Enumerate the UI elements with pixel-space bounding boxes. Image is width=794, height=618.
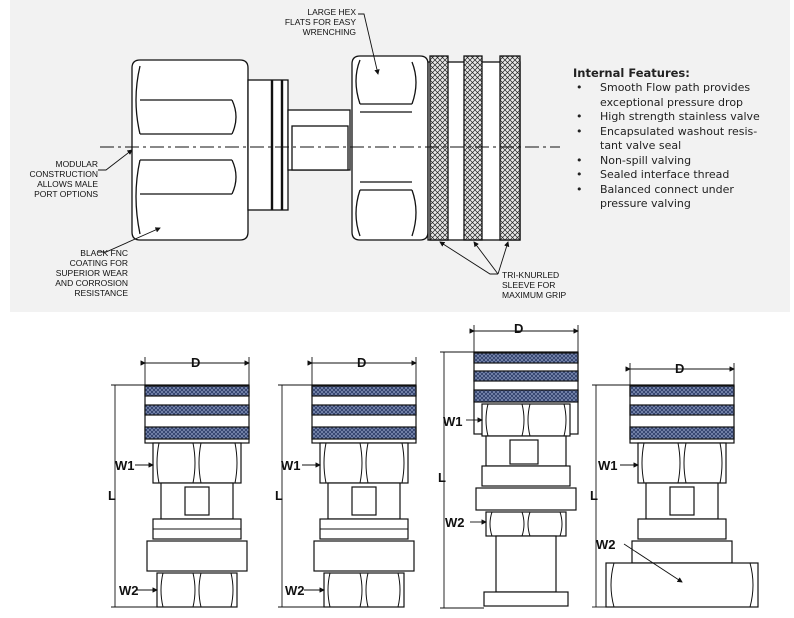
flange-2 bbox=[313, 540, 415, 572]
knurl-band-top-3 bbox=[473, 352, 579, 364]
hex-w1-1-flats bbox=[156, 442, 238, 484]
neck-flat-1 bbox=[184, 486, 210, 516]
hex-w1-1 bbox=[152, 442, 242, 484]
hex-w1-3-flats bbox=[485, 403, 567, 437]
dimension-views bbox=[111, 325, 759, 609]
callout-hex-flats: LARGE HEX FLATS FOR EASY WRENCHING bbox=[284, 7, 356, 37]
dim-w2-label-1: W2 bbox=[119, 583, 139, 598]
callout-modular-construction: MODULAR CONSTRUCTION ALLOWS MALE PORT OP… bbox=[29, 159, 98, 199]
neck-flat-2 bbox=[351, 486, 377, 516]
hex-w1-4 bbox=[637, 442, 727, 484]
hex-w2-1 bbox=[156, 572, 238, 608]
adapter-body-3 bbox=[495, 535, 557, 593]
dim-w2-label-2: W2 bbox=[285, 583, 305, 598]
dim-d-label-4: D bbox=[675, 361, 685, 376]
knurl-band-mid-2 bbox=[311, 404, 417, 416]
neck-flat-4 bbox=[669, 486, 695, 516]
neck-flat-3 bbox=[509, 439, 539, 465]
hex-w1-4-flats bbox=[641, 442, 723, 484]
callout-tri-knurled-sleeve: TRI-KNURLED SLEEVE FOR MAXIMUM GRIP bbox=[502, 270, 567, 300]
knurl-band-top-2 bbox=[311, 385, 417, 397]
feature-item: Smooth Flow path provides exceptional pr… bbox=[576, 81, 778, 110]
dim-w1-label-1: W1 bbox=[115, 458, 135, 473]
dim-l-label-4: L bbox=[590, 488, 598, 503]
hex-w1-3 bbox=[481, 403, 571, 437]
hex-w2-1-flats bbox=[160, 572, 234, 608]
flange-3 bbox=[475, 487, 577, 511]
collar-4 bbox=[637, 518, 727, 540]
knurl-band-bottom-2 bbox=[311, 426, 417, 440]
knurl-band-bottom-1 bbox=[144, 426, 250, 440]
adapter-base-3 bbox=[483, 591, 569, 607]
knurl-band-bottom-4 bbox=[629, 426, 735, 440]
dim-l-label-2: L bbox=[275, 488, 283, 503]
feature-item: High strength stainless valve bbox=[576, 110, 778, 125]
dim-w2-label-3: W2 bbox=[445, 515, 465, 530]
feature-item: Sealed interface thread bbox=[576, 168, 778, 183]
knurl-band-bottom-3 bbox=[473, 389, 579, 403]
feature-item: Encapsulated washout resis-tant valve se… bbox=[576, 125, 778, 154]
knurl-band-top-1 bbox=[144, 385, 250, 397]
dim-l-label-1: L bbox=[108, 488, 116, 503]
dim-w1-label-4: W1 bbox=[598, 458, 618, 473]
hex-w1-2-flats bbox=[323, 442, 405, 484]
hex-w2-4 bbox=[605, 562, 759, 608]
flange-4 bbox=[631, 540, 733, 564]
callout-leaders bbox=[98, 13, 510, 275]
collar-3 bbox=[481, 465, 571, 487]
features-items: Smooth Flow path provides exceptional pr… bbox=[573, 81, 778, 212]
features-title: Internal Features: bbox=[573, 66, 690, 80]
dim-l-label-3: L bbox=[438, 470, 446, 485]
w2-leader-4 bbox=[623, 543, 683, 583]
hex-w2-3-flats bbox=[489, 511, 563, 537]
internal-features-list: Internal Features: Smooth Flow path prov… bbox=[573, 66, 778, 212]
dim-w1-label-3: W1 bbox=[443, 414, 463, 429]
dim-d-label-2: D bbox=[357, 355, 367, 370]
feature-item: Non-spill valving bbox=[576, 154, 778, 169]
coupling-side-view bbox=[131, 55, 521, 241]
hex-w2-2 bbox=[323, 572, 405, 608]
hex-w2-3 bbox=[485, 511, 567, 537]
callout-black-fnc-coating: BLACK FNC COATING FOR SUPERIOR WEAR AND … bbox=[55, 248, 128, 298]
hex-w2-flats-4 bbox=[610, 562, 754, 608]
knurl-band-mid-4 bbox=[629, 404, 735, 416]
hex-w2-2-flats bbox=[327, 572, 401, 608]
knurl-band-mid-3 bbox=[473, 370, 579, 382]
hex-w1-2 bbox=[319, 442, 409, 484]
flange-1 bbox=[146, 540, 248, 572]
knurl-band-mid-1 bbox=[144, 404, 250, 416]
knurl-band-top-4 bbox=[629, 385, 735, 397]
dim-d-label-1: D bbox=[191, 355, 201, 370]
dim-d-label-3: D bbox=[514, 321, 524, 336]
dim-w2-label-4: W2 bbox=[596, 537, 616, 552]
dim-w1-label-2: W1 bbox=[281, 458, 301, 473]
feature-item: Balanced connect under pressure valving bbox=[576, 183, 778, 212]
